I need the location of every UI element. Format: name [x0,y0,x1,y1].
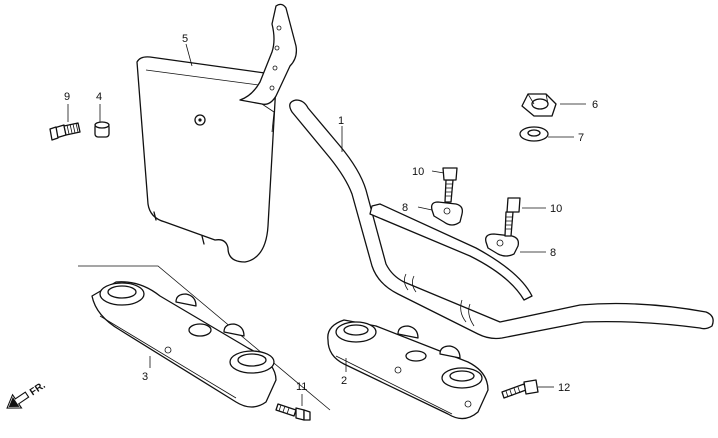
upper-holder-right [485,233,520,257]
grommet-4 [94,121,110,138]
callout-5: 5 [182,33,188,45]
front-label: FR. [28,380,48,398]
nut-6 [521,93,557,117]
bolt-10-left [442,167,458,203]
callout-7: 7 [578,132,584,144]
bolt-10-right [504,197,521,237]
bolt-9 [49,122,81,141]
front-arrow-icon [6,391,30,409]
bolt-11 [275,403,311,421]
bolt-12 [501,379,539,399]
callout-12: 12 [558,382,570,394]
callout-10-right: 10 [550,203,562,215]
callout-8-right: 8 [550,247,556,259]
callout-10-left: 10 [412,166,424,178]
callout-4: 4 [96,91,102,103]
callout-labels: 1 2 3 4 5 6 7 8 8 9 10 10 11 12 [64,33,598,394]
bottom-bridge [78,265,331,411]
callout-3: 3 [142,371,148,383]
washer-7 [519,126,549,142]
callout-8-left: 8 [402,202,408,214]
callout-1: 1 [338,115,344,127]
handlebar [289,99,714,340]
callout-6: 6 [592,99,598,111]
upper-holder-left [430,201,464,226]
number-plate [136,3,298,263]
callout-11: 11 [296,381,307,393]
front-direction-indicator: FR. [6,380,48,409]
leader-lines [67,43,586,406]
callout-9: 9 [64,91,70,103]
callout-2: 2 [341,375,347,387]
top-bridge [327,319,489,420]
